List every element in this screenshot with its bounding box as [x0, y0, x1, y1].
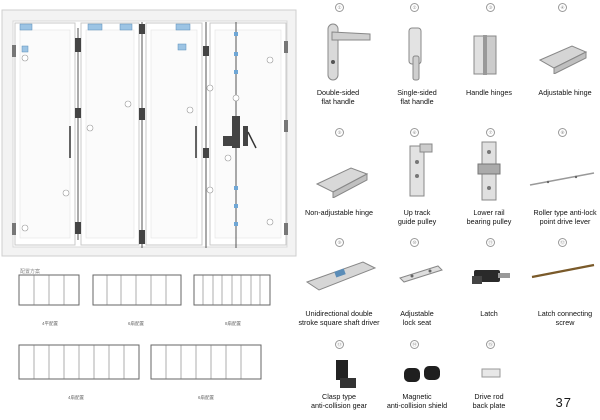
- callout-number: ⑦: [486, 128, 495, 137]
- label-latch: Latch: [480, 309, 498, 318]
- drive-lever-icon: [529, 172, 595, 186]
- config-6-panel: [92, 274, 182, 306]
- page-number: 37: [555, 395, 572, 410]
- flat-handle-icon: [327, 23, 371, 81]
- callout-number: ⑤: [335, 128, 344, 137]
- config-6-panel-b: [150, 344, 262, 380]
- label-handle-hinges: Handle hinges: [466, 88, 512, 97]
- label-adjustable-hinge: Adjustable hinge: [538, 88, 592, 97]
- config-label: 4扇配置: [68, 395, 85, 400]
- folding-door-elevation: [1, 9, 297, 257]
- config-label: 8扇配置: [225, 321, 242, 326]
- back-plate-icon: [481, 368, 501, 378]
- shaft-driver-icon: [305, 261, 377, 291]
- hinge-icon: [473, 35, 497, 75]
- callout-number: ①: [335, 3, 344, 12]
- callout-number: ③: [486, 3, 495, 12]
- single-handle-icon: [408, 27, 422, 81]
- connecting-screw-icon: [531, 263, 595, 279]
- config-label: 6扇配置: [128, 321, 145, 326]
- callout-number: ⑭: [410, 340, 419, 349]
- non-adjustable-hinge-icon: [315, 167, 369, 198]
- label-non-adjustable-hinge: Non-adjustable hinge: [305, 208, 373, 217]
- config-4-panel-b: [18, 344, 140, 380]
- magnetic-shield-icon: [404, 366, 440, 382]
- lock-seat-icon: [399, 265, 443, 283]
- config-4-panel: [18, 274, 80, 306]
- callout-number: ⑨: [335, 238, 344, 247]
- callout-number: ⑫: [558, 238, 567, 247]
- guide-pulley-icon: [409, 143, 433, 197]
- config-label: 6扇配置: [198, 395, 215, 400]
- config-label: 4平配置: [42, 321, 59, 326]
- callout-number: ⑮: [486, 340, 495, 349]
- callout-number: ⑩: [410, 238, 419, 247]
- config-heading: 配置方案: [20, 269, 41, 275]
- callout-number: ⑪: [486, 238, 495, 247]
- latch-icon: [472, 270, 510, 284]
- callout-number: ⑧: [558, 128, 567, 137]
- callout-number: ④: [558, 3, 567, 12]
- config-8-panel: [193, 274, 271, 306]
- callout-number: ⑥: [410, 128, 419, 137]
- callout-number: ⑬: [335, 340, 344, 349]
- callout-number: ②: [410, 3, 419, 12]
- bearing-pulley-icon: [477, 141, 501, 201]
- anti-collision-gear-icon: [336, 360, 356, 388]
- adjustable-hinge-icon: [538, 45, 588, 74]
